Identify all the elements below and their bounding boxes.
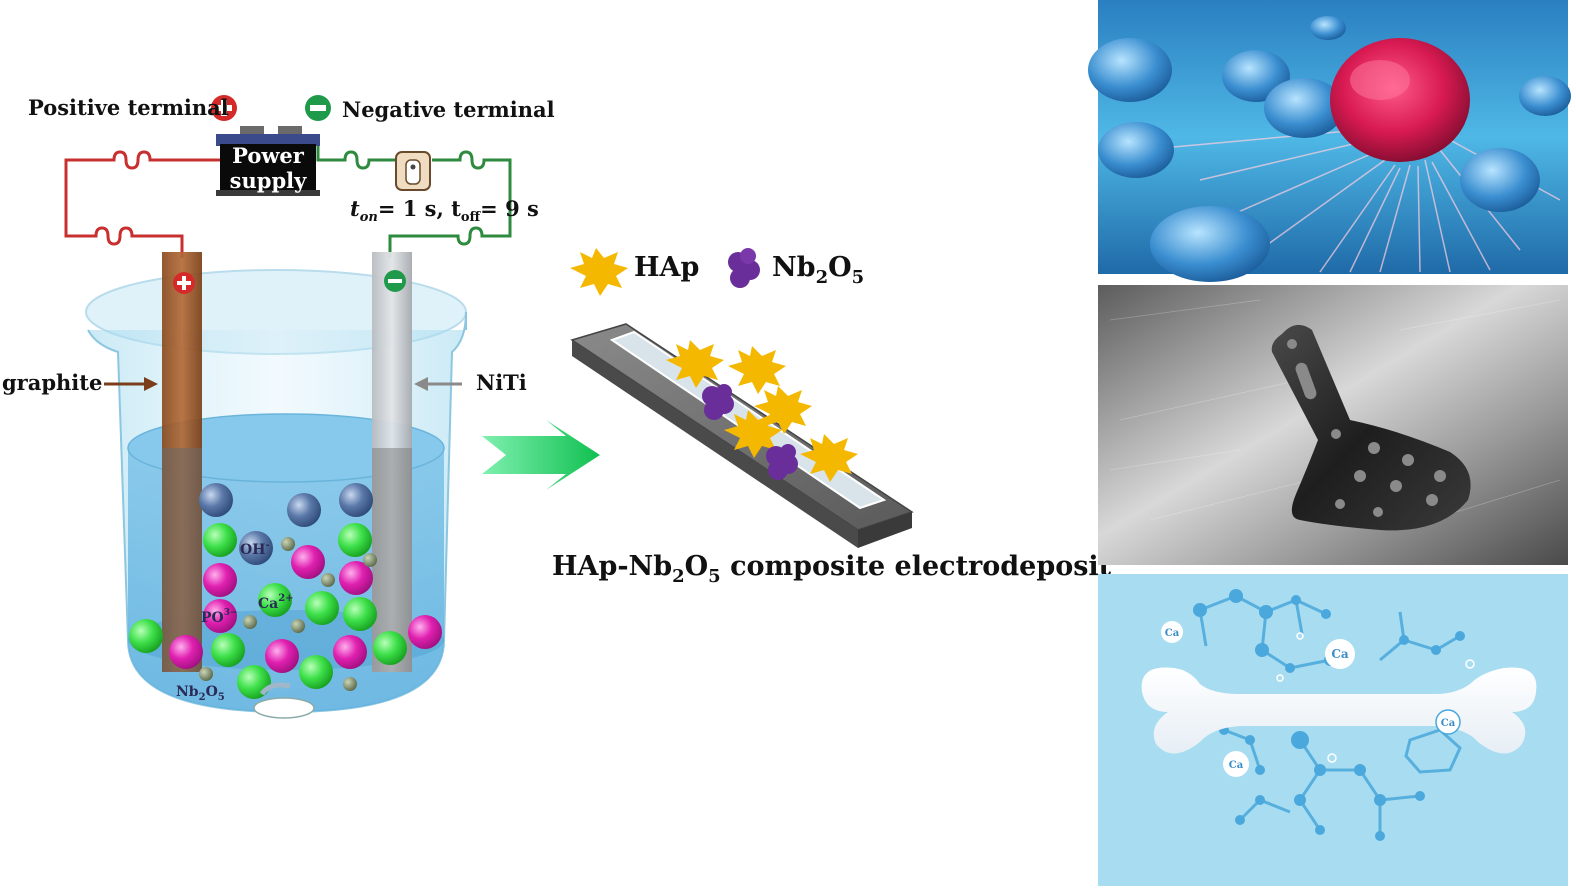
bone-plate-image bbox=[1098, 285, 1568, 565]
power-supply-label-line1: Power bbox=[232, 143, 305, 168]
niti-pointer-arrow bbox=[414, 377, 462, 391]
negative-wire bbox=[316, 138, 512, 258]
po4-ion-label: PO3− bbox=[201, 608, 238, 626]
circuit: Power supply Positive terminal Negative … bbox=[28, 95, 555, 258]
coated-substrate bbox=[570, 323, 914, 548]
niti-electrode bbox=[372, 252, 412, 672]
oh-ion-label: OH- bbox=[240, 540, 270, 558]
composite-caption: HAp-Nb2O5 composite electrodeposit bbox=[552, 551, 1112, 587]
negative-terminal-icon bbox=[305, 95, 331, 121]
ca-badge-4: Ca bbox=[1229, 760, 1244, 771]
nb2o5-legend-icon bbox=[728, 248, 760, 288]
graphite-plus-icon bbox=[173, 272, 195, 294]
power-supply-label-line2: supply bbox=[230, 168, 307, 193]
negative-terminal-label: Negative terminal bbox=[342, 97, 555, 122]
beaker: OH- PO3− Ca2+ Nb2O5 graphite NiTi bbox=[2, 252, 527, 719]
hap-legend-label: HAp bbox=[634, 252, 699, 283]
legend: HAp Nb2O5 bbox=[570, 248, 864, 296]
positive-wire bbox=[64, 138, 224, 258]
magnetic-stirrer bbox=[253, 682, 315, 719]
bone-calcium-image: Ca Ca Ca Ca bbox=[1098, 574, 1568, 886]
niti-label: NiTi bbox=[476, 370, 527, 395]
nb2o5-legend-label: Nb2O5 bbox=[772, 252, 864, 288]
hap-legend-icon bbox=[570, 248, 628, 296]
positive-terminal-icon bbox=[211, 95, 237, 121]
process-arrow bbox=[482, 420, 600, 490]
pulse-timing-label: ton= 1 s, toff= 9 s bbox=[350, 196, 539, 225]
nb2o5-particles bbox=[702, 384, 798, 480]
bone-shape bbox=[1141, 667, 1537, 754]
graphite-electrode bbox=[162, 252, 202, 672]
cancer-cell-image bbox=[1088, 0, 1571, 282]
positive-terminal-label: Positive terminal bbox=[28, 95, 229, 120]
ca-ion-label: Ca2+ bbox=[258, 593, 294, 612]
ca-badge-3: Ca bbox=[1441, 718, 1456, 729]
ca-badge-1: Ca bbox=[1165, 628, 1180, 639]
graphite-pointer-arrow bbox=[104, 377, 158, 391]
niti-minus-icon bbox=[384, 270, 406, 292]
power-supply: Power supply bbox=[216, 126, 320, 196]
graphite-label: graphite bbox=[2, 370, 102, 395]
ca-badges: Ca Ca Ca Ca bbox=[1161, 621, 1461, 777]
hap-particles bbox=[666, 340, 858, 482]
pulse-switch bbox=[395, 151, 431, 191]
ions bbox=[129, 483, 442, 699]
ca-badge-2: Ca bbox=[1331, 647, 1349, 661]
nb2o5-ion-label: Nb2O5 bbox=[176, 684, 225, 703]
